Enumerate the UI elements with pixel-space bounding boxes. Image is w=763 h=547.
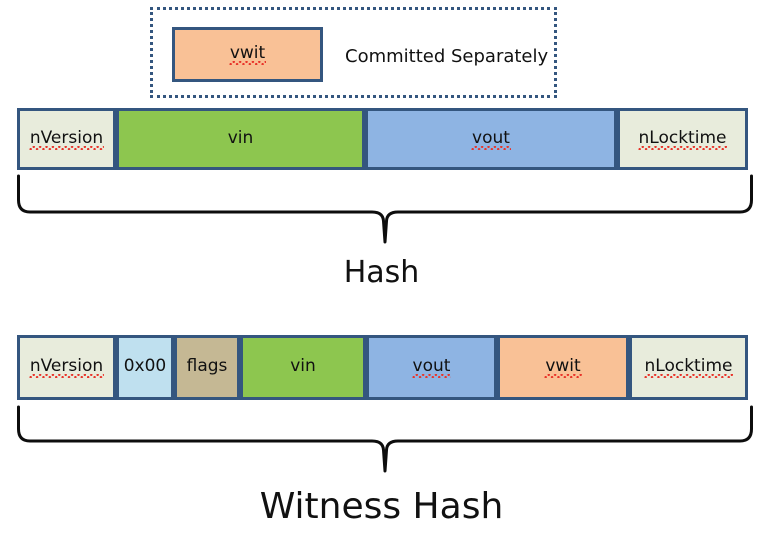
field-cell-vwit-committed: vwit: [172, 27, 323, 82]
field-cell-nversion-legacy: nVersion: [17, 108, 116, 170]
field-cell-nversion-witness: nVersion: [17, 335, 116, 400]
field-label: nLocktime: [643, 356, 734, 378]
field-label: nLocktime: [637, 127, 728, 150]
brace-witness-hash: [17, 405, 753, 473]
field-label: vout: [471, 127, 511, 150]
field-cell-vin-legacy: vin: [116, 108, 365, 170]
field-label: flags: [186, 356, 228, 376]
field-cell-vout-legacy: vout: [365, 108, 617, 170]
field-label: vwit: [228, 43, 267, 65]
witness-hash-label: Witness Hash: [259, 486, 504, 527]
field-cell-nlocktime-legacy: nLocktime: [617, 108, 748, 170]
field-label: vout: [411, 356, 452, 378]
field-label: nVersion: [28, 127, 105, 150]
field-label: vin: [227, 127, 254, 148]
field-cell-nlocktime-witness: nLocktime: [629, 335, 748, 400]
brace-hash: [17, 174, 753, 244]
field-cell-vwit-witness: vwit: [497, 335, 629, 400]
field-label: vwit: [544, 356, 583, 378]
field-cell-marker-0x00: 0x00: [116, 335, 174, 400]
field-cell-vout-witness: vout: [366, 335, 497, 400]
field-label: vin: [290, 356, 316, 376]
committed-separately-note: Committed Separately: [345, 46, 549, 67]
field-label: nVersion: [28, 356, 105, 378]
field-label: 0x00: [123, 356, 167, 376]
field-cell-vin-witness: vin: [240, 335, 366, 400]
field-cell-flags: flags: [174, 335, 240, 400]
hash-label: Hash: [343, 255, 420, 290]
